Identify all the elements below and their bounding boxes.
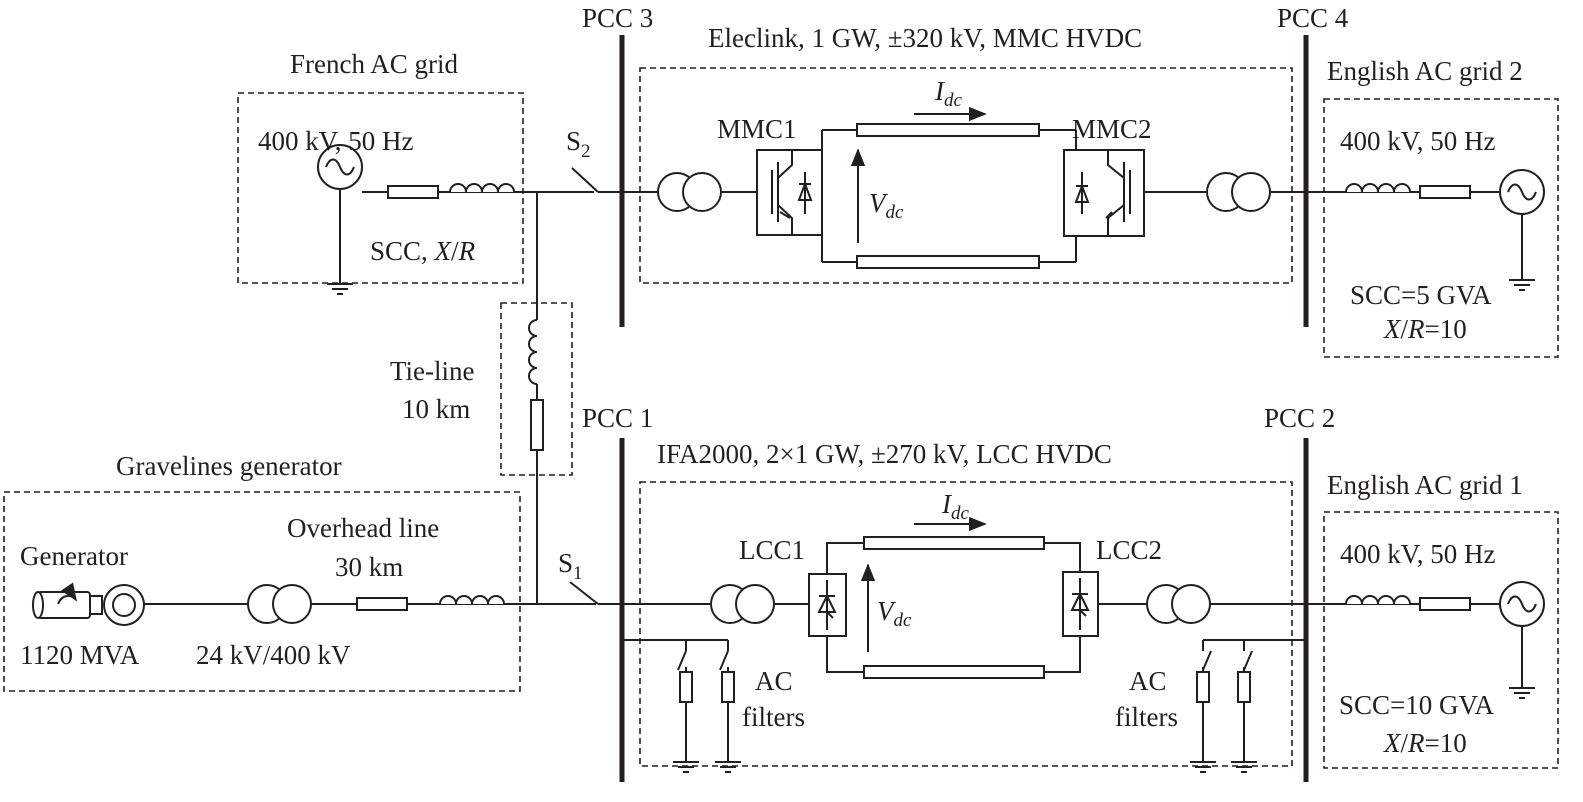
gravelines-title: Gravelines generator <box>116 451 342 481</box>
mmc-transformer-1 <box>657 172 722 212</box>
eng1-ac-source <box>1499 581 1545 699</box>
lcc2-label: LCC2 <box>1096 535 1162 565</box>
french-ac-source <box>317 144 363 295</box>
s1-label: S1 <box>558 548 583 584</box>
lcc1-converter <box>808 573 847 637</box>
tie-line-length: 10 km <box>402 394 470 424</box>
eleclink-title: Eleclink, 1 GW, ±320 kV, MMC HVDC <box>708 23 1142 53</box>
english-grid-2-box <box>1323 98 1559 358</box>
ac-filters-pcc2-line2: filters <box>1115 702 1178 732</box>
french-grid-rating: 400 kV, 50 Hz <box>258 126 414 156</box>
overhead-line-label: Overhead line <box>287 513 439 543</box>
english-grid-1-rating: 400 kV, 50 Hz <box>1340 539 1496 569</box>
eng2-resistor <box>1419 185 1471 199</box>
s2-label: S2 <box>566 126 591 162</box>
vdc-label-mmc: Vdc <box>869 188 904 223</box>
english-grid-2-rating: 400 kV, 50 Hz <box>1340 126 1496 156</box>
idc-label-lcc: Idc <box>941 489 970 524</box>
english-grid-1-scc: SCC=10 GVA <box>1339 690 1495 720</box>
ac-filters-pcc1-line2: filters <box>742 702 805 732</box>
ac-filters-pcc1-line1: AC <box>755 666 793 696</box>
english-grid-1-xr: X/R=10 <box>1383 728 1467 758</box>
generator-label: Generator <box>20 541 128 571</box>
s1-switch <box>569 581 599 605</box>
pcc4-label: PCC 4 <box>1277 3 1349 33</box>
mmc-transformer-2 <box>1206 172 1271 212</box>
mmc2-converter <box>1063 149 1145 237</box>
ac-filters-pcc2 <box>1189 639 1306 773</box>
overhead-line-inductor <box>439 595 505 605</box>
french-inductor <box>449 183 515 193</box>
generator-transformer <box>247 584 312 624</box>
s2-switch <box>571 167 599 193</box>
generator-machine <box>32 582 145 626</box>
lcc2-converter <box>1062 571 1099 637</box>
ac-filters-pcc1 <box>622 639 742 773</box>
mmc2-label: MMC2 <box>1072 114 1152 144</box>
tie-line-label: Tie-line <box>390 356 475 386</box>
eng1-inductor <box>1345 595 1411 605</box>
idc-label-mmc: Idc <box>934 76 963 111</box>
generator-rating: 1120 MVA <box>20 640 140 670</box>
gravelines-box <box>3 491 521 692</box>
english-grid-2-scc: SCC=5 GVA <box>1350 280 1492 310</box>
mmc1-converter <box>756 149 823 236</box>
french-grid-box <box>237 92 524 284</box>
tie-line-resistor <box>530 399 544 451</box>
lcc-dc-cable-positive <box>863 536 1045 550</box>
french-grid-scc: SCC, X/R <box>370 236 476 266</box>
lcc-transformer-2 <box>1146 584 1211 624</box>
pcc2-label: PCC 2 <box>1264 403 1335 433</box>
lcc-dc-cable-negative <box>863 665 1045 679</box>
overhead-line-length: 30 km <box>335 552 403 582</box>
lcc-transformer-1 <box>710 584 775 624</box>
english-grid-1-title: English AC grid 1 <box>1327 470 1523 500</box>
tie-line-inductor <box>528 319 538 385</box>
transformer-rating: 24 kV/400 kV <box>196 640 351 670</box>
french-grid-title: French AC grid <box>290 49 458 79</box>
english-grid-2-title: English AC grid 2 <box>1327 56 1523 86</box>
english-grid-1-box <box>1323 511 1559 769</box>
ac-filters-pcc2-line1: AC <box>1129 666 1167 696</box>
pcc1-label: PCC 1 <box>582 403 653 433</box>
ifa2000-box <box>639 481 1293 767</box>
pcc3-label: PCC 3 <box>582 3 653 33</box>
ifa2000-title: IFA2000, 2×1 GW, ±270 kV, LCC HVDC <box>657 439 1112 469</box>
eng2-ac-source <box>1499 169 1545 291</box>
english-grid-2-xr: X/R=10 <box>1383 314 1467 344</box>
eng1-resistor <box>1419 597 1471 611</box>
french-resistor <box>387 185 439 199</box>
lcc1-label: LCC1 <box>739 535 805 565</box>
overhead-line-resistor <box>356 597 408 611</box>
eleclink-box <box>639 67 1293 284</box>
dc-cable-positive <box>856 123 1040 137</box>
dc-cable-negative <box>856 255 1040 269</box>
mmc1-label: MMC1 <box>717 114 797 144</box>
eng2-inductor <box>1345 183 1411 193</box>
vdc-label-lcc: Vdc <box>877 596 912 631</box>
